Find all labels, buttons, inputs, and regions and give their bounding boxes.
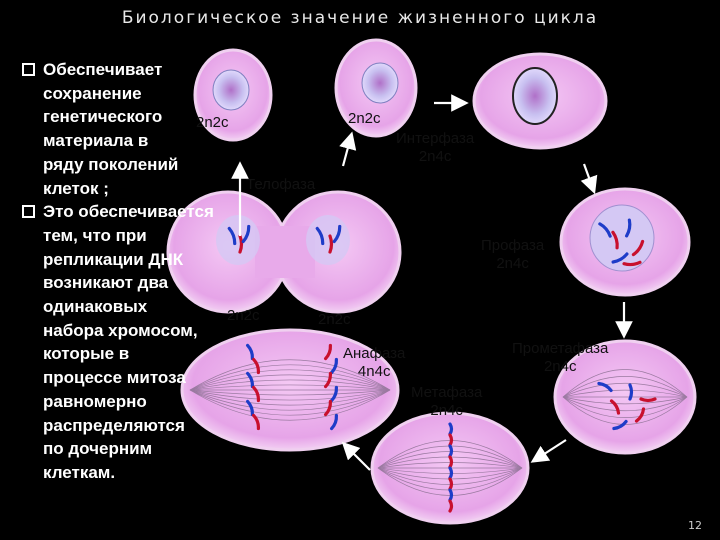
spindle-fiber [189, 359, 391, 391]
telophase-left-formula: 2n2c [227, 307, 260, 324]
chromosome [324, 399, 333, 417]
spindle-fiber [189, 379, 391, 391]
chromosome [448, 477, 454, 491]
chromosome [238, 234, 244, 254]
chromosome [448, 499, 454, 513]
chromosome [639, 397, 657, 403]
interphase-name: Интерфаза [396, 130, 475, 147]
anaphase-label: Анафаза 4n4c [343, 345, 405, 381]
prophase-label: Профаза 2n4c [481, 237, 544, 273]
prometaphase-label: Прометафаза 2n4c [512, 340, 608, 376]
checkbox-bullet-icon [22, 205, 35, 219]
spindle-fiber [189, 389, 391, 416]
spindle-fiber [189, 389, 391, 396]
interphase-formula: 2n4c [418, 148, 452, 165]
spindle-fiber [189, 389, 391, 411]
bullet-list: Обеспечивает сохранение генетического ма… [22, 58, 272, 485]
spindle-fiber [189, 374, 391, 391]
chromosome [328, 234, 334, 254]
prophase-formula: 2n4c [496, 255, 529, 272]
chromosome [611, 230, 619, 250]
chromosome [252, 385, 261, 403]
chromosome [246, 343, 255, 361]
telophase-label: Телофаза [246, 176, 316, 193]
bullet-text: Обеспечивает сохранение генетического ма… [43, 60, 179, 198]
spindle-fiber [189, 389, 391, 421]
spindle-fiber [189, 384, 391, 391]
flow-arrow [341, 441, 371, 471]
chromosome [227, 226, 237, 246]
spindle-fiber [189, 369, 391, 391]
prometaphase-name: Прометафаза [512, 340, 609, 357]
spindle-fiber [562, 389, 688, 398]
chromosome [448, 455, 454, 469]
telophase-right-formula: 2n2c [318, 311, 351, 328]
bullet-text: Это обеспечивается тем, что при репликац… [43, 202, 214, 482]
chromosome [598, 222, 612, 238]
bullet-item: Это обеспечивается тем, что при репликац… [22, 200, 272, 484]
anaphase-formula: 4n4c [357, 363, 391, 380]
chromosome [448, 433, 454, 447]
telophase-cell [166, 190, 402, 314]
anaphase-name: Анафаза [343, 345, 406, 362]
prometaphase-formula: 2n4c [543, 358, 577, 375]
daughter-cell-right [334, 38, 418, 138]
chromosome [332, 224, 342, 244]
flow-arrow [580, 163, 598, 195]
chromosome [330, 413, 339, 431]
chromosome [597, 381, 613, 393]
interphase-cell [472, 52, 608, 150]
chromosome [330, 385, 339, 403]
chromosome [246, 399, 255, 417]
spindle-fiber [562, 376, 688, 398]
chromosome [330, 357, 339, 375]
page-number: 12 [688, 519, 702, 532]
chromosome [448, 422, 454, 436]
spindle-fiber [189, 389, 391, 401]
metaphase-name: Метафаза [411, 384, 483, 401]
chromosome [324, 343, 333, 361]
chromosome [252, 413, 261, 431]
bullet-item: Обеспечивает сохранение генетического ма… [22, 58, 272, 200]
spindle-fiber [189, 389, 391, 406]
chromosome [246, 371, 255, 389]
chromosome [634, 407, 646, 423]
daughter-cell-left [193, 48, 273, 142]
daughter-right-formula: 2n2c [348, 110, 381, 127]
spindle-fiber [562, 396, 688, 418]
chromosome [631, 239, 645, 257]
checkbox-bullet-icon [22, 63, 35, 76]
chromosome [611, 252, 629, 264]
spindle-fiber [562, 369, 688, 398]
spindle-fiber [562, 382, 688, 398]
metaphase-label: Метафаза 2n4c [411, 384, 482, 420]
flow-arrow [530, 439, 567, 463]
chromosome [448, 488, 454, 502]
chromosome [625, 218, 632, 238]
chromosome [252, 357, 261, 375]
prophase-cell [559, 187, 691, 297]
chromosome [324, 371, 333, 389]
slide-title: Биологическое значение жизненного цикла [121, 8, 599, 28]
chromosome [612, 419, 628, 431]
prophase-name: Профаза [481, 237, 545, 254]
spindle-fiber [562, 396, 688, 405]
spindle-fiber [189, 364, 391, 391]
chromosome [241, 224, 251, 244]
flow-arrow [339, 131, 357, 167]
chromosome [448, 466, 454, 480]
chromosome [622, 260, 642, 267]
interphase-label: Интерфаза 2n4c [396, 130, 474, 166]
spindle-fiber [562, 396, 688, 412]
chromosome [315, 226, 325, 246]
metaphase-formula: 2n4c [430, 402, 463, 419]
daughter-left-formula: 2n2c [196, 114, 229, 131]
chromosome [448, 444, 454, 458]
chromosome [628, 383, 634, 401]
chromosome [609, 399, 621, 415]
